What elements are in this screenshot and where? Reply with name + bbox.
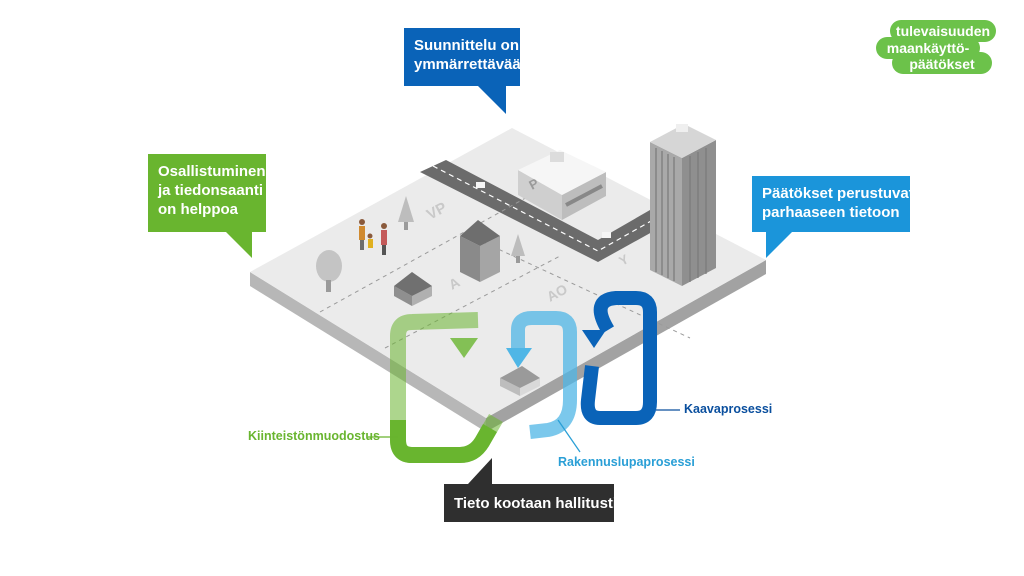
building-p-roof xyxy=(518,150,606,195)
bubble-left-line-1: Osallistuminen xyxy=(158,163,266,180)
label-kaavaprosessi: Kaavaprosessi xyxy=(684,402,773,416)
kiinteisto-loop-front xyxy=(390,420,497,463)
bubble-top-line-1: Suunnittelu on xyxy=(414,37,519,54)
bubble-left: Osallistuminen ja tiedonsaanti on helppo… xyxy=(148,154,266,232)
house-roof xyxy=(394,272,432,296)
tree-3 xyxy=(316,250,342,292)
bubble-right-tail xyxy=(766,232,792,258)
car-2 xyxy=(602,232,611,238)
rakennuslupa-leader xyxy=(557,419,581,453)
logo-line-2: maankäyttö- xyxy=(887,40,970,56)
tower-roof-unit xyxy=(676,124,688,132)
label-kiinteistonmuodostus: Kiinteistönmuodostus xyxy=(248,429,380,443)
people-family xyxy=(359,219,387,255)
tree-1 xyxy=(398,196,414,230)
car-1 xyxy=(476,182,485,188)
zone-line-2 xyxy=(384,255,561,349)
tower-roof xyxy=(650,124,716,158)
kaava-loop xyxy=(580,291,657,425)
bubble-left-line-2: ja tiedonsaanti xyxy=(158,182,264,199)
bubble-left-line-3: on helppoa xyxy=(158,201,238,218)
platform-side-left xyxy=(250,272,486,432)
platform-top xyxy=(250,128,766,418)
house-front xyxy=(394,286,412,306)
house-on-loop xyxy=(500,366,540,396)
bubble-right: Päätökset perustuvat parhaaseen tietoon xyxy=(752,176,914,232)
building-p-front xyxy=(518,170,562,220)
bubble-right-line-2: parhaaseen tietoon xyxy=(762,204,900,221)
bubble-bottom-tail xyxy=(468,458,492,484)
label-rakennuslupaprosessi: Rakennuslupaprosessi xyxy=(558,455,695,469)
zone-line-1 xyxy=(319,189,541,313)
platform-side-right xyxy=(486,260,766,432)
apartment-front xyxy=(460,236,480,282)
kiinteisto-arrow xyxy=(450,338,478,358)
rakennuslupa-arrow xyxy=(506,348,532,368)
bubble-top-line-2: ymmärrettävää xyxy=(414,56,521,73)
logo-blob: tulevaisuuden maankäyttö- päätökset xyxy=(876,20,996,74)
bubble-top: Suunnittelu on ymmärrettävää xyxy=(404,28,521,86)
house-side xyxy=(412,286,432,306)
logo-line-1: tulevaisuuden xyxy=(896,23,990,39)
tower-stripes xyxy=(655,148,707,282)
bubble-bottom: Tieto kootaan hallitusti xyxy=(444,484,618,522)
building-p-roof-box xyxy=(550,152,564,162)
apartment-roof xyxy=(460,220,500,246)
building-p-windows xyxy=(565,184,603,207)
tree-2 xyxy=(511,234,525,263)
tower-front xyxy=(650,142,682,286)
bubble-top-tail xyxy=(478,86,506,114)
rakennuslupa-loop xyxy=(511,311,577,439)
logo-line-3: päätökset xyxy=(909,56,975,72)
apartment-side xyxy=(480,236,500,282)
tower-side xyxy=(682,140,716,286)
kaava-arrow xyxy=(582,330,606,348)
bubble-right-line-1: Päätökset perustuvat xyxy=(762,185,914,202)
bubble-left-tail xyxy=(226,232,252,258)
bubble-bottom-line-1: Tieto kootaan hallitusti xyxy=(454,495,618,512)
